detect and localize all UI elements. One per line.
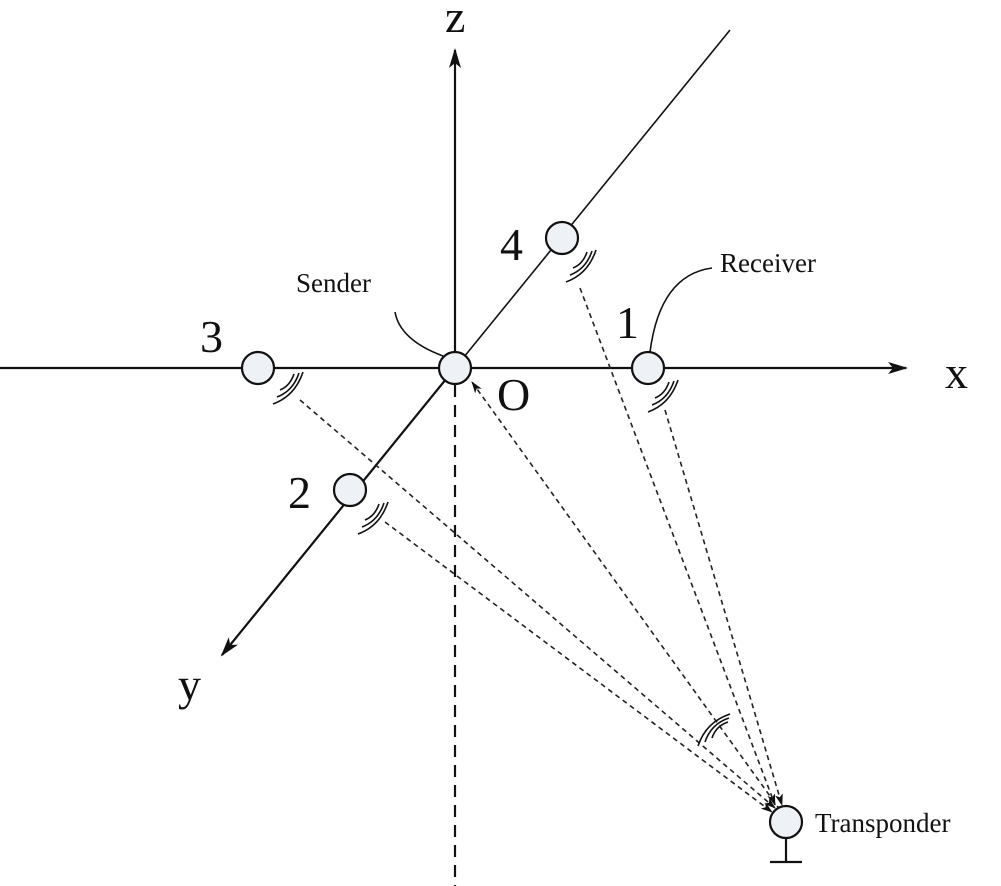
receiver-2-wave-icon — [357, 501, 389, 535]
transponder-wave-icon — [697, 713, 731, 747]
signal-path-sender — [471, 381, 781, 811]
receiver-3-wave-icon — [272, 371, 304, 405]
y-axis-label: y — [178, 659, 201, 710]
sender-label: Sender — [296, 268, 371, 298]
receiver-3-number: 3 — [200, 311, 223, 362]
receiver-leader — [649, 267, 713, 353]
receiver-1-wave-icon — [647, 379, 679, 413]
signal-path-receiver-2 — [384, 521, 773, 813]
y-axis-negative — [454, 29, 731, 369]
signal-path-receiver-1 — [664, 409, 783, 806]
receiver-4-number: 4 — [500, 219, 523, 270]
sender-leader — [394, 311, 444, 357]
receiver-2-number: 2 — [288, 467, 311, 518]
transponder-node — [768, 804, 804, 840]
receiver-4-wave-icon — [565, 249, 597, 283]
receiver-1-number: 1 — [616, 297, 639, 348]
transponder-anchor-icon — [770, 838, 802, 864]
receiver-node-4 — [544, 220, 580, 256]
receiver-node-2 — [332, 472, 368, 508]
receiver-node-1 — [630, 350, 666, 386]
receiver-node-3 — [240, 350, 276, 386]
x-axis-label: x — [945, 347, 968, 398]
z-axis-label: z — [445, 0, 465, 42]
y-axis — [220, 367, 456, 657]
sender-node — [437, 350, 473, 386]
receiver-label: Receiver — [720, 248, 816, 278]
signal-paths — [299, 287, 783, 813]
transponder-label: Transponder — [815, 808, 951, 838]
origin-label: O — [497, 369, 530, 420]
signal-path-receiver-3 — [299, 399, 776, 809]
signal-path-receiver-4 — [579, 287, 776, 806]
